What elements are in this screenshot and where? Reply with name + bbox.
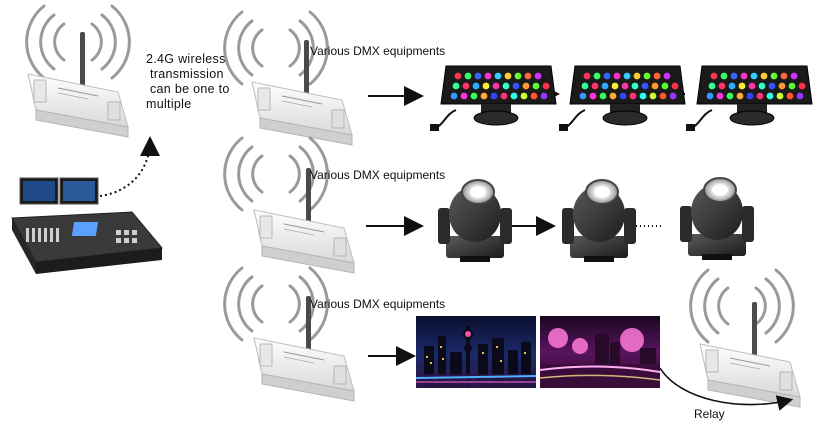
- row2-receiver: [253, 167, 355, 274]
- led-wall-washer-1: [429, 65, 557, 132]
- row3-arrow: [368, 346, 416, 366]
- led-wall-washer-2: [558, 65, 686, 132]
- master-transmitter: [27, 31, 129, 138]
- led-wall-washer-3: [685, 65, 813, 132]
- relay-curve-arrow: [659, 367, 794, 411]
- led-screen-night: [539, 316, 661, 388]
- dotted-link-arrow: [99, 136, 160, 197]
- relay-label: Relay: [694, 407, 725, 421]
- moving-head-2: [561, 179, 637, 263]
- row3-label: Various DMX equipments: [310, 297, 446, 311]
- row3-receiver: [253, 295, 355, 402]
- led-screen-city: [415, 316, 537, 388]
- row2-label: Various DMX equipments: [310, 168, 446, 182]
- wireless-note-line2: transmission: [150, 67, 224, 81]
- row1-label: Various DMX equipments: [310, 44, 446, 58]
- dmx-console: [11, 177, 163, 275]
- wireless-note: 2.4G wireless transmission can be one to…: [146, 52, 230, 112]
- relay-transmitter: [699, 301, 801, 408]
- wireless-note-line1: 2.4G wireless: [146, 52, 226, 66]
- wireless-note-line4: multiple: [146, 97, 192, 111]
- moving-head-3: [679, 177, 755, 261]
- wireless-note-line3: can be one to: [150, 82, 230, 96]
- row2-arrows: [366, 216, 664, 236]
- moving-head-1: [437, 179, 513, 263]
